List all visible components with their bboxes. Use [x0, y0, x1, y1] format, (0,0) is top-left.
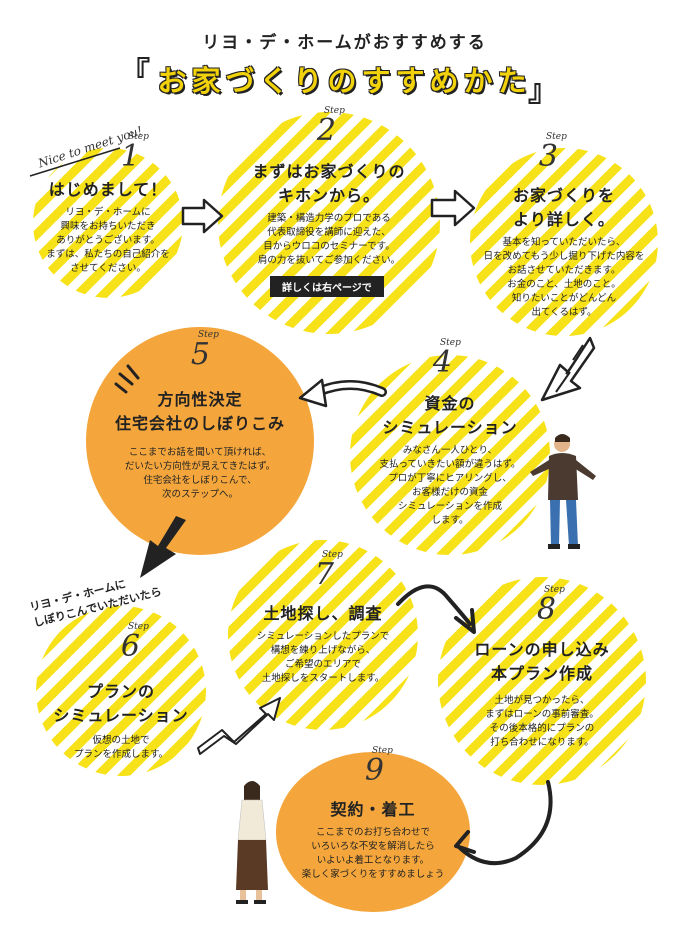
step-5-title: 方向性決定住宅会社のしぼりこみ — [114, 390, 285, 433]
step-5-body: ここまでお話を聞いて頂ければ、だいたい方向性が見えてきたはず。住宅会社をしぼりこ… — [124, 447, 276, 500]
step-3-body: 基本を知っていただいたら、日を改めてもう少し掘り下げた内容をお話させていただきま… — [483, 237, 645, 318]
step-9-title: 契約・着工 — [330, 800, 416, 819]
step-4-body: みなさん一人ひとり、支払っていきたい額が違うはず。プロが丁寧にヒアリングし、お客… — [379, 445, 521, 526]
step-9-circle — [276, 752, 470, 912]
step-3-title: お家づくりをより詳しく。 — [512, 186, 615, 229]
step-2-title: まずはお家づくりのキホンから。 — [252, 162, 406, 205]
arrow-3-to-4-icon — [540, 336, 596, 402]
arrow-5-to-6-icon — [140, 516, 186, 578]
arrow-8-to-9-icon — [454, 830, 476, 854]
step-8-title: ローンの申し込み本プラン作成 — [474, 640, 610, 683]
header-subtitle: リヨ・デ・ホームがおすすめする — [202, 33, 487, 53]
arrow-1-to-2-icon — [181, 198, 224, 234]
step-1-circle — [33, 148, 183, 298]
arrow-7-to-8-icon — [454, 608, 476, 634]
details-right-page-button[interactable]: 詳しくは右ページで — [270, 276, 384, 297]
step-5-circle — [86, 327, 314, 555]
step-7-body: シミュレーションしたプランで構想を練り上げながら、ご希望のエリアで土地探しをスタ… — [256, 631, 390, 684]
woman-figure-icon — [236, 781, 268, 904]
arrow-2-to-3-icon — [430, 189, 476, 227]
step-6-title: プランのシミュレーション — [53, 682, 189, 725]
page-title: お家づくりのすすめかた — [157, 64, 532, 98]
man-figure-icon — [530, 434, 596, 549]
arrow-4-to-5-icon — [298, 378, 328, 408]
step-6-circle — [36, 606, 206, 776]
step-2-body: 建築・構造力学のプロである代表取締役を講師に迎えた、目からウロコのセミナーです。… — [257, 213, 401, 266]
arrow-6-to-7-icon — [197, 697, 281, 755]
step-6-body: 仮想の土地でプランを作成します。 — [73, 735, 169, 760]
step-2-circle — [218, 112, 440, 334]
step-1-body: リヨ・デ・ホームに興味をお持ちいただきありがとうございます。まずは、私たちの自己… — [46, 207, 170, 274]
step-7-title: 土地探し、調査 — [263, 604, 383, 623]
greeting-underline — [29, 147, 121, 177]
title-bracket-close: 』 — [528, 74, 558, 109]
step-1-title: はじめまして！ — [48, 180, 168, 199]
step-9-body: ここまでのお打ち合わせでいろいろな不安を解消したらいよいよ着工となります。楽しく… — [301, 827, 445, 880]
spark-icon — [114, 364, 140, 394]
step-7-circle — [228, 540, 418, 730]
title-bracket-open: 『 — [120, 56, 150, 91]
step-4-title: 資金のシミュレーション — [382, 394, 518, 437]
step-3-circle — [470, 148, 658, 336]
step-8-body: 土地が見つかったら、まずはローンの事前審査。その後本格的にプランの打ち合わせにな… — [485, 695, 599, 748]
